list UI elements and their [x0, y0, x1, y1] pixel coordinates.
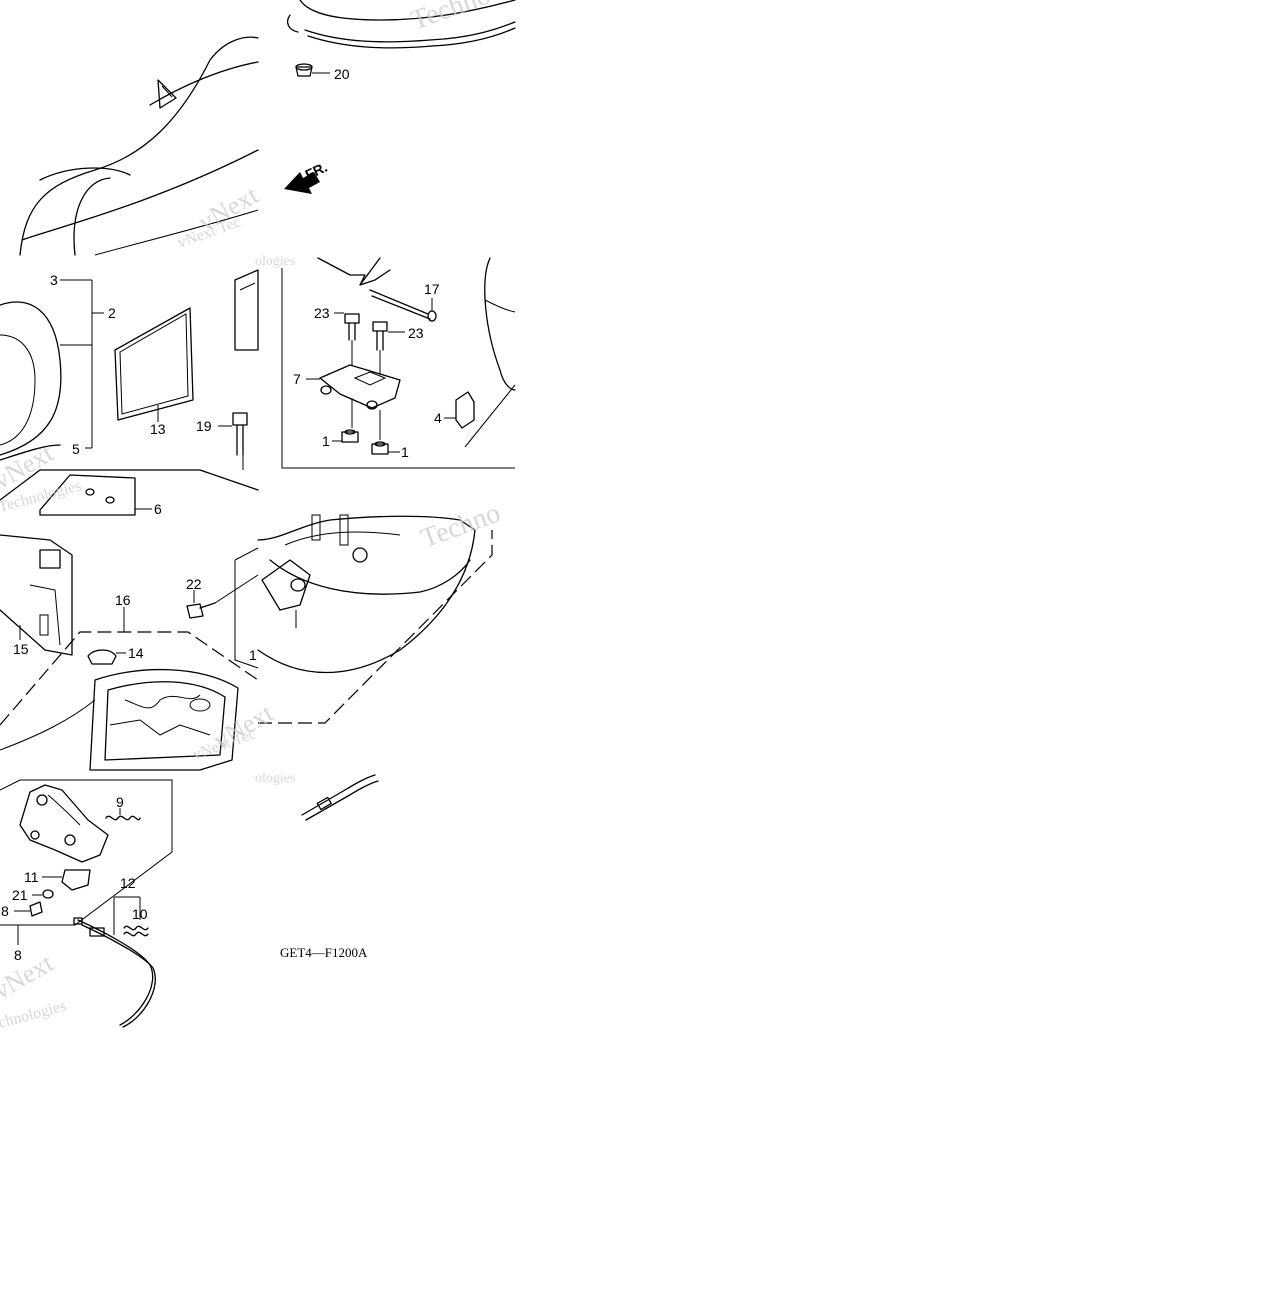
callout-11: 11 [24, 869, 39, 885]
nut-1-left [332, 429, 359, 443]
seat-lower-frame [0, 279, 104, 461]
grommet-20 [295, 63, 330, 77]
callout-17: 17 [424, 281, 440, 297]
label-plate-13 [114, 307, 194, 422]
callout-12: 12 [120, 875, 136, 891]
bracket-7 [306, 364, 401, 440]
bolt-23-left [334, 312, 360, 365]
callout-15: 15 [13, 641, 29, 657]
callout-1-box: 1 [249, 647, 257, 663]
callout-8-upper: 8 [1, 903, 9, 919]
latch-box [0, 779, 173, 926]
cap-14 [87, 649, 126, 665]
collar-21 [32, 889, 54, 899]
callout-2: 2 [108, 305, 116, 321]
hinge-bracket-6 [0, 469, 259, 516]
callout-1-left: 1 [322, 433, 330, 449]
callout-13: 13 [150, 421, 166, 437]
callout-14: 14 [128, 645, 144, 661]
figure-code: GET4—F1200A [280, 945, 368, 960]
callout-23-left: 23 [314, 305, 330, 321]
bolt-22 [186, 574, 259, 619]
callout-20: 20 [334, 66, 350, 82]
cable-end-drawing [301, 774, 379, 821]
watermark-text: chnologies [0, 997, 68, 1031]
callout-5: 5 [72, 441, 80, 457]
watermark-text: vNext [0, 948, 59, 1005]
seat-drawing [19, 36, 259, 256]
callout-8-lower: 8 [14, 947, 22, 963]
luggage-box-16 [0, 607, 259, 771]
spring-9 [105, 808, 141, 821]
seat-seal-drawing [287, 0, 516, 49]
clip-4 [444, 391, 475, 429]
callout-9: 9 [116, 794, 124, 810]
watermark-text: ologies [255, 771, 295, 786]
callout-1-right: 1 [401, 444, 409, 460]
seat-latch-11 [19, 784, 109, 891]
callout-6: 6 [154, 501, 162, 517]
front-arrow-label: FR. [303, 159, 330, 183]
callout-21: 21 [12, 887, 28, 903]
callout-16: 16 [115, 592, 131, 608]
watermark-text: Techno [407, 0, 495, 37]
hinge-assembly-box [281, 257, 515, 469]
callout-7: 7 [293, 371, 301, 387]
bracket-top-right-partial [234, 269, 259, 351]
callout-23-right: 23 [408, 325, 424, 341]
cable-12 [73, 896, 156, 1028]
callout-22: 22 [186, 576, 202, 592]
bolt-17 [369, 289, 437, 322]
callout-19: 19 [196, 418, 212, 434]
watermark-text: ologies [255, 254, 295, 269]
nut-1-right [371, 441, 400, 455]
side-cover-15 [0, 534, 73, 656]
front-direction-arrow-icon [284, 172, 320, 194]
luggage-box-top-right-partial [464, 257, 516, 448]
callout-10: 10 [132, 906, 148, 922]
callout-4: 4 [434, 410, 442, 426]
bolt-8 [14, 901, 43, 945]
watermark-text: vNext [209, 698, 279, 755]
bolt-23-right [372, 321, 405, 375]
bolt-19 [218, 412, 248, 470]
callout-3: 3 [50, 272, 58, 288]
spring-10 [123, 925, 149, 937]
watermark-text: Techno [417, 497, 505, 554]
luggage-box-body [234, 514, 493, 724]
